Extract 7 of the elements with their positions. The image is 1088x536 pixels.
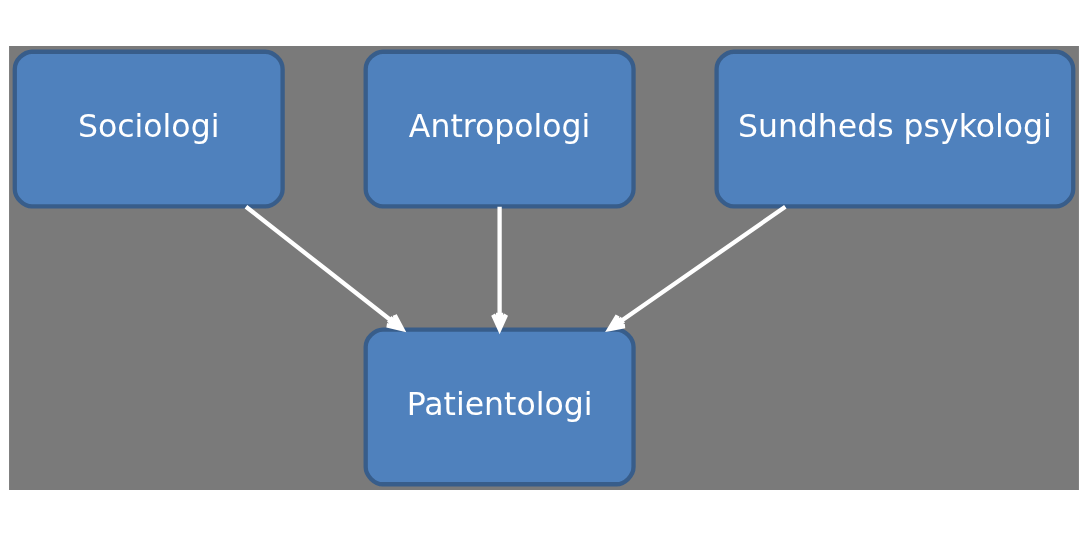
node-box: Sundheds psykologi	[714, 49, 1076, 209]
arrow	[491, 206, 509, 332]
arrow	[607, 204, 787, 332]
node-box: Sociologi	[12, 49, 285, 209]
node-box: Antropologi	[363, 49, 636, 209]
node-box: Patientologi	[363, 327, 636, 487]
arrow	[244, 205, 405, 332]
